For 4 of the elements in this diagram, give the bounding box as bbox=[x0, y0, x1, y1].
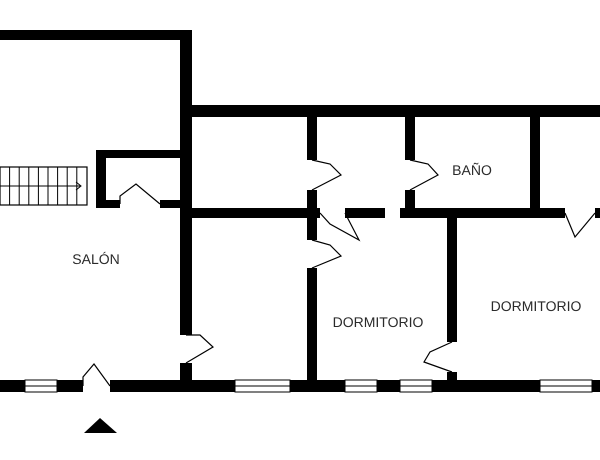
room-label: DORMITORIO bbox=[490, 298, 582, 314]
room-label: BAÑO bbox=[452, 162, 492, 178]
room-label: DORMITORIO bbox=[332, 314, 424, 330]
room-label: SALÓN bbox=[72, 251, 120, 267]
